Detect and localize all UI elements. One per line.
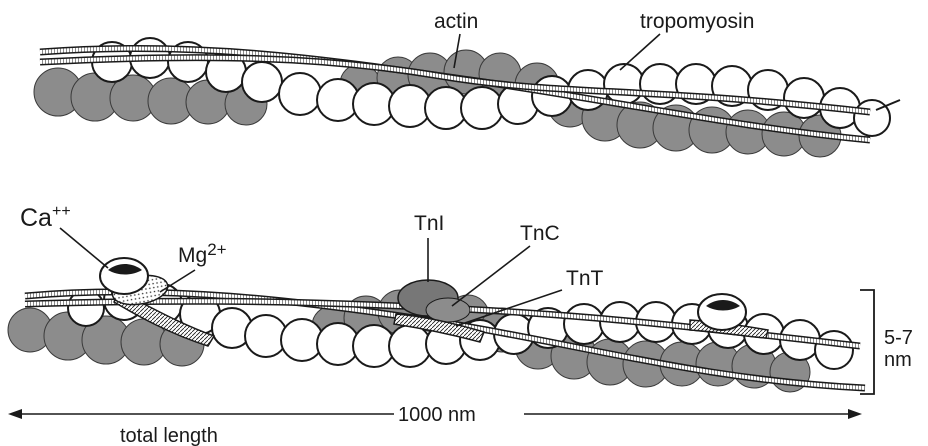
tni-label: TnI — [414, 212, 444, 235]
calcium-leader — [60, 228, 108, 268]
total-length-label: total length — [120, 425, 218, 446]
tnc-leader — [452, 246, 530, 306]
top-filament — [34, 38, 900, 157]
magnesium-charge: 2+ — [207, 240, 226, 259]
width-unit-label: nm — [884, 349, 912, 371]
tnc-subunit — [426, 298, 470, 322]
length-value-label: 1000 nm — [398, 404, 476, 426]
magnesium-symbol: Mg — [178, 244, 207, 267]
calcium-binding-eye-icon — [698, 294, 746, 330]
width-bracket — [860, 290, 874, 394]
calcium-label: Ca++ — [20, 203, 71, 232]
width-value-label: 5-7 — [884, 327, 913, 349]
tnt-label: TnT — [566, 267, 604, 290]
tropomyosin-label: tropomyosin — [640, 10, 754, 33]
calcium-charge: ++ — [52, 203, 71, 220]
actin-label: actin — [434, 10, 478, 33]
tnc-label: TnC — [520, 222, 560, 245]
bottom-filament — [8, 258, 865, 392]
magnesium-label: Mg2+ — [178, 240, 227, 267]
calcium-binding-eye-icon — [100, 258, 148, 294]
calcium-symbol: Ca — [20, 204, 52, 232]
